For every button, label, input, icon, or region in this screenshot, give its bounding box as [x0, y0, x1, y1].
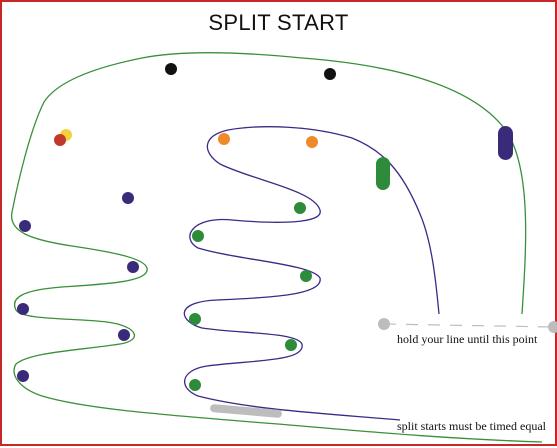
- green-cone: [294, 202, 306, 214]
- green-cone: [192, 230, 204, 242]
- black-cone: [165, 63, 177, 75]
- hold-line-note: hold your line until this point: [397, 332, 538, 346]
- gate-marker-left: [378, 318, 390, 330]
- green-pill-marker: [376, 157, 390, 190]
- hold-line-dashed: [383, 323, 555, 328]
- green-cone: [189, 313, 201, 325]
- purple-course-line: [183, 126, 440, 421]
- start-bar: [210, 404, 282, 418]
- orange-cone: [306, 136, 318, 148]
- gate-marker-right: [548, 321, 557, 333]
- navy-cone: [118, 329, 130, 341]
- red-cone: [54, 134, 66, 146]
- diagram-title: SPLIT START: [208, 10, 349, 35]
- navy-cone: [17, 370, 29, 382]
- navy-cone: [127, 261, 139, 273]
- green-cone: [189, 379, 201, 391]
- navy-pill-marker: [498, 126, 513, 160]
- green-cone: [285, 339, 297, 351]
- green-cone: [300, 270, 312, 282]
- green-course-line: [10, 52, 543, 443]
- orange-cone: [218, 133, 230, 145]
- timed-equal-note: split starts must be timed equal: [397, 419, 547, 433]
- navy-cone: [19, 220, 31, 232]
- navy-cone: [122, 192, 134, 204]
- black-cone: [324, 68, 336, 80]
- navy-cone: [17, 303, 29, 315]
